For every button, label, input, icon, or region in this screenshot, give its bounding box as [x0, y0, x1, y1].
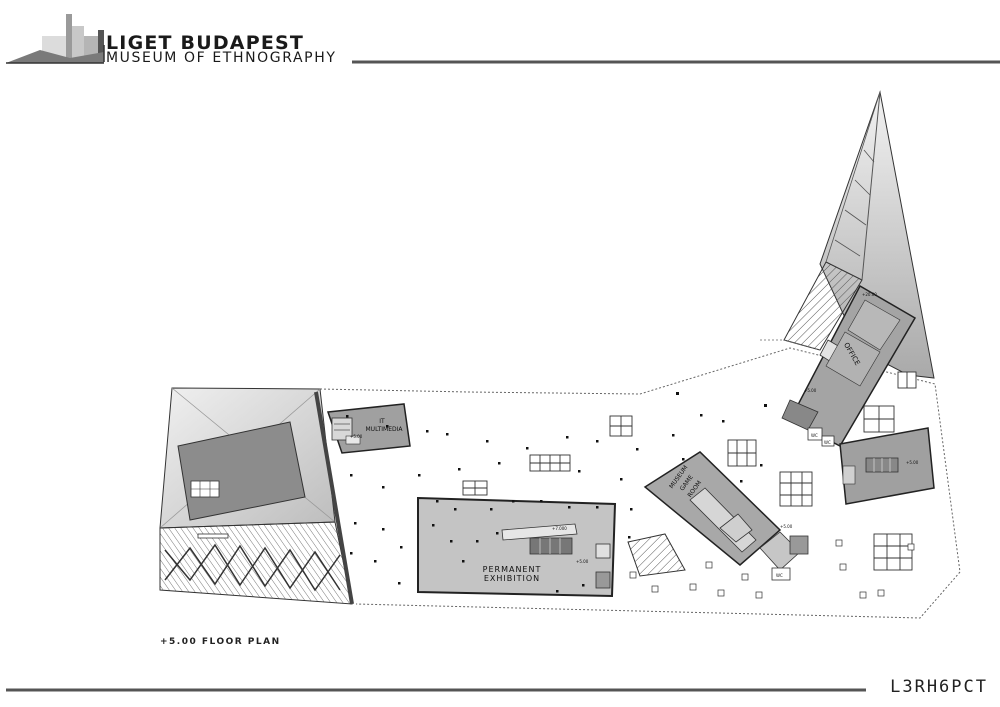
column-grid: [346, 392, 767, 593]
perm-level-2: +5.00: [576, 559, 589, 564]
stair-hatched: [627, 533, 686, 577]
right-level: +5.00: [906, 460, 919, 465]
left-building: [159, 387, 354, 605]
office-level-2: +5.00: [804, 388, 817, 393]
perm-label-1: PERMANENT: [483, 565, 542, 574]
wc-label-3: WC: [776, 573, 783, 578]
it-multimedia-room: IT MULTIMEDIA +5.00: [326, 403, 411, 454]
game-level: +5.00: [780, 524, 793, 529]
permanent-exhibition-room: PERMANENT EXHIBITION +7.000 +5.00: [417, 496, 617, 598]
scattered-squares: [629, 539, 915, 599]
perm-label-2: EXHIBITION: [484, 574, 540, 583]
perm-level: +7.000: [552, 526, 567, 531]
drawing-code: L3RH6PCT: [890, 677, 988, 697]
floor-plan-label: +5.00 FLOOR PLAN: [160, 637, 281, 647]
project-subtitle: MUSEUM OF ETHNOGRAPHY: [106, 50, 337, 66]
it-level: +5.00: [350, 434, 363, 439]
skylight-grids: [462, 371, 917, 571]
project-title: LIGET BUDAPEST: [106, 32, 305, 54]
right-block: +5.00: [839, 427, 935, 505]
museum-game-room: MUSEUM GAME ROOM +5.00 WC: [643, 451, 809, 581]
it-label-1: IT: [379, 418, 385, 425]
wc-label-2: WC: [824, 440, 831, 445]
it-label-2: MULTIMEDIA: [366, 426, 404, 433]
site-outline: [319, 347, 961, 619]
wc-label-1: WC: [811, 433, 818, 438]
office-level: +20.00: [862, 292, 877, 297]
logo-skyline: [6, 14, 104, 64]
office-block: OFFICE +20.00 +5.00 WC WC: [781, 284, 917, 447]
